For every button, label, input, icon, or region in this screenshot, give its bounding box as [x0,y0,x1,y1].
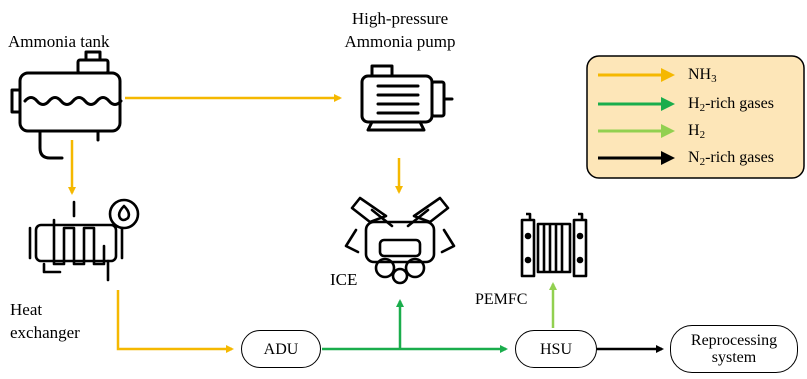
pemfc-label: PEMFC [475,291,528,308]
pump-motor-icon [360,64,454,132]
legend-label-n2-rich: N2-rich gases [688,149,774,168]
legend-item-nh3: NH3 [598,63,807,89]
legend-item-n2-rich: N2-rich gases [598,146,807,172]
reprocessing-label-line1: Reprocessing [690,332,778,349]
hsu-node: HSU [515,330,597,368]
pump-label-line2: Ammonia pump [344,32,456,51]
heat-exchanger-icon [28,198,140,282]
heat-exchanger-label-line1: Heat [10,300,43,319]
pump-label-line1: High-pressure [351,9,449,28]
ice-label: ICE [330,270,358,289]
legend-item-h2-rich: H2-rich gases [598,92,807,118]
engine-icon [344,196,456,285]
tank-icon [10,50,123,160]
legend-label-h2-rich: H2-rich gases [688,95,774,114]
fuel-cell-icon [520,212,588,278]
legend-label-nh3: NH3 [688,66,717,85]
adu-node: ADU [241,330,321,368]
heat-exchanger-label-line2: exchanger [10,323,80,342]
legend-label-h2: H2 [688,122,706,141]
ammonia-tank-label: Ammonia tank [8,32,110,51]
reprocessing-node: Reprocessing system [670,325,798,373]
flow-heat-exchanger-to-adu [116,290,234,353]
reprocessing-label-line2: system [711,349,757,366]
legend-box [586,55,805,179]
legend-item-h2: H2 [598,119,807,145]
